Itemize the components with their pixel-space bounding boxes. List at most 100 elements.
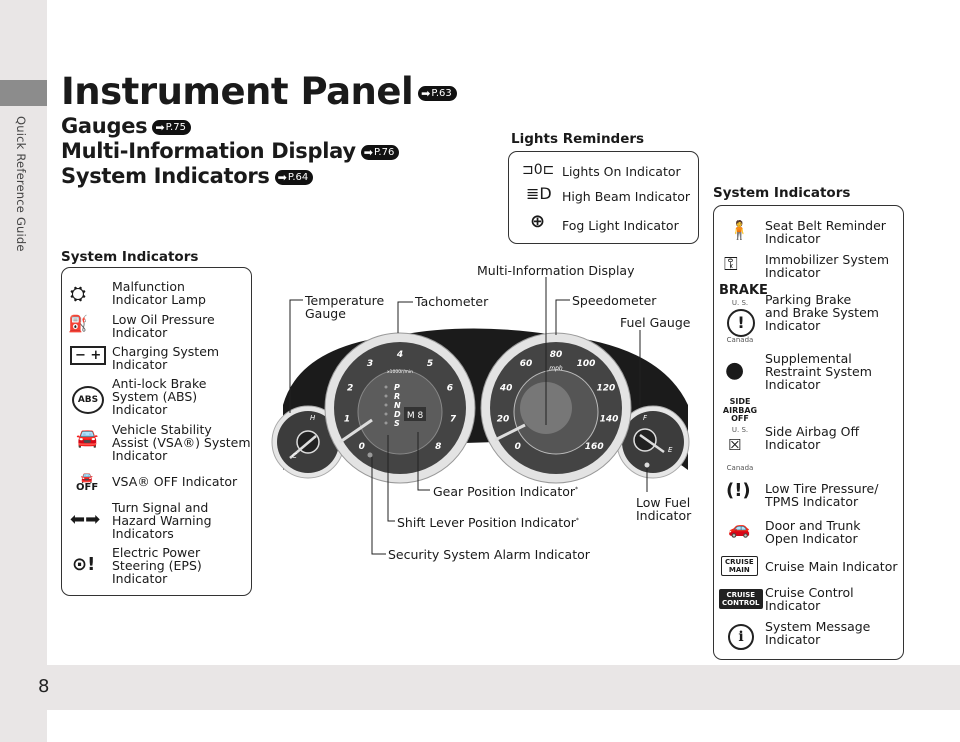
tpms-icon: (!): [726, 480, 751, 501]
fuel-empty-mark: E: [668, 446, 673, 454]
list-item: Charging System Indicator: [112, 344, 220, 372]
temp-needle: [289, 435, 317, 459]
abs-icon: ABS: [72, 386, 104, 414]
gauges-ref-link[interactable]: ➡P.75: [152, 119, 191, 135]
speed-tick-label: 40: [499, 383, 513, 393]
info-icon: i: [728, 624, 754, 650]
list-item: Malfunction Indicator Lamp: [112, 279, 206, 307]
gear-letter: N: [394, 401, 401, 410]
gear-letter: S: [394, 419, 400, 428]
heading-mid-text: Multi-Information Display: [61, 139, 356, 163]
tach-tick-label: 5: [427, 359, 433, 369]
speed-tick-label: 0: [515, 442, 521, 452]
left-indicators-box: [61, 267, 252, 596]
tach-unit: x1000r/min: [387, 369, 413, 375]
list-item: Electric Power Steering (EPS) Indicator: [112, 545, 202, 586]
tach-tick-label: 0: [359, 442, 365, 452]
speed-tick-label: 80: [550, 350, 563, 360]
list-item: Immobilizer System Indicator: [765, 252, 890, 280]
gear-dot: [384, 394, 388, 398]
footer-band: [0, 665, 960, 710]
airbag-icon: ●: [725, 358, 745, 383]
low-fuel-label: Low Fuel Indicator: [636, 495, 692, 523]
list-item: Fog Light Indicator: [562, 218, 679, 233]
battery-icon: − +: [70, 346, 107, 365]
brake-warning-icon: !: [727, 309, 755, 337]
us-label: U. S.: [731, 299, 749, 307]
fog-light-icon: ⊕: [530, 211, 546, 232]
speed-tick-label: 60: [520, 359, 533, 369]
gear-letter: D: [394, 410, 401, 419]
page-ref-link[interactable]: ➡P.63: [418, 86, 457, 101]
section-tab: [0, 80, 47, 106]
tachometer-label: Tachometer: [415, 294, 489, 309]
heading-gauges-text: Gauges: [61, 114, 148, 138]
side-margin: [0, 0, 47, 742]
gear-dot: [384, 421, 388, 425]
tach-tick-label: 8: [435, 442, 441, 452]
gear-position-label: Gear Position Indicator*: [433, 484, 579, 500]
list-item: High Beam Indicator: [562, 189, 691, 204]
indicators-ref-link[interactable]: ➡P.64: [274, 169, 314, 185]
list-item: Door and Trunk Open Indicator: [765, 518, 861, 546]
temp-gauge-label: Temperature Gauge: [305, 293, 385, 321]
high-beam-icon: ≣D: [526, 184, 552, 203]
heading-mid: Multi-Information Display➡P.76: [61, 139, 400, 163]
tach-tick-label: 3: [367, 359, 373, 369]
canada-label: Canada: [726, 464, 754, 472]
speed-tick-label: 120: [597, 383, 616, 393]
fuel-gauge-label: Fuel Gauge: [620, 315, 691, 330]
fuel-full-mark: F: [643, 414, 648, 422]
speed-needle: [494, 423, 526, 442]
lights-title: Lights Reminders: [511, 131, 645, 147]
list-item: Vehicle Stability Assist (VSA®) System I…: [112, 422, 251, 463]
speed-tick-label: 100: [577, 359, 596, 369]
list-item: Anti-lock Brake System (ABS) Indicator: [112, 376, 207, 417]
lights-on-icon: ⊐0⊏: [522, 162, 555, 178]
tach-tick-label: 1: [344, 415, 350, 425]
check-engine-icon: ⛭: [70, 281, 86, 305]
side-airbag-off-text-icon: SIDE AIRBAG OFF: [722, 397, 758, 423]
page-number: 8: [38, 676, 50, 697]
eps-icon: ⊙!: [72, 554, 96, 575]
heading-indicators: System Indicators➡P.64: [61, 164, 314, 188]
section-label: Quick Reference Guide: [14, 116, 28, 252]
list-item: Side Airbag Off Indicator: [765, 424, 860, 452]
tach-center-display: [357, 369, 443, 455]
tach-tick-label: 7: [450, 415, 457, 425]
tach-tick-label: 2: [347, 383, 353, 393]
oil-can-icon: ⛽: [68, 314, 88, 333]
security-alarm-label: Security System Alarm Indicator: [388, 547, 590, 562]
cruise-main-icon: CRUISE MAIN: [721, 556, 758, 576]
security-alarm-light: [367, 452, 373, 458]
speed-tick-label: 20: [497, 415, 510, 425]
turn-signal-icon: ⬅➡: [70, 509, 101, 530]
vsa-skid-icon: 🚘: [76, 428, 99, 449]
low-fuel-light: [644, 462, 650, 468]
left-indicators-title: System Indicators: [61, 249, 199, 265]
speed-tick-label: 140: [600, 415, 619, 425]
list-item: Low Oil Pressure Indicator: [112, 312, 215, 340]
list-item: Low Tire Pressure/ TPMS Indicator: [765, 481, 879, 509]
speed-tick-label: 160: [585, 442, 604, 452]
heading-gauges: Gauges➡P.75: [61, 114, 191, 138]
tach-needle: [339, 418, 373, 444]
list-item: VSA® OFF Indicator: [112, 474, 238, 489]
list-item: Cruise Main Indicator: [765, 559, 898, 574]
leader-lines: [289, 277, 648, 555]
list-item: Cruise Control Indicator: [765, 585, 854, 613]
gear-dot: [384, 403, 388, 407]
immobilizer-key-icon: ⚿: [724, 254, 738, 275]
list-item: Lights On Indicator: [562, 164, 681, 179]
vsa-off-icon: 🚘OFF: [76, 473, 99, 493]
seat-belt-icon: 🧍: [728, 220, 751, 241]
page-title: Instrument Panel➡P.63: [61, 70, 457, 113]
list-item: System Message Indicator: [765, 619, 871, 647]
heading-indicators-text: System Indicators: [61, 164, 270, 188]
mid-ref-link[interactable]: ➡P.76: [360, 144, 400, 160]
gear-letter: R: [394, 392, 400, 401]
speedometer-label: Speedometer: [572, 293, 657, 308]
right-indicators-title: System Indicators: [713, 185, 851, 201]
brake-text-icon: BRAKE: [719, 283, 768, 298]
